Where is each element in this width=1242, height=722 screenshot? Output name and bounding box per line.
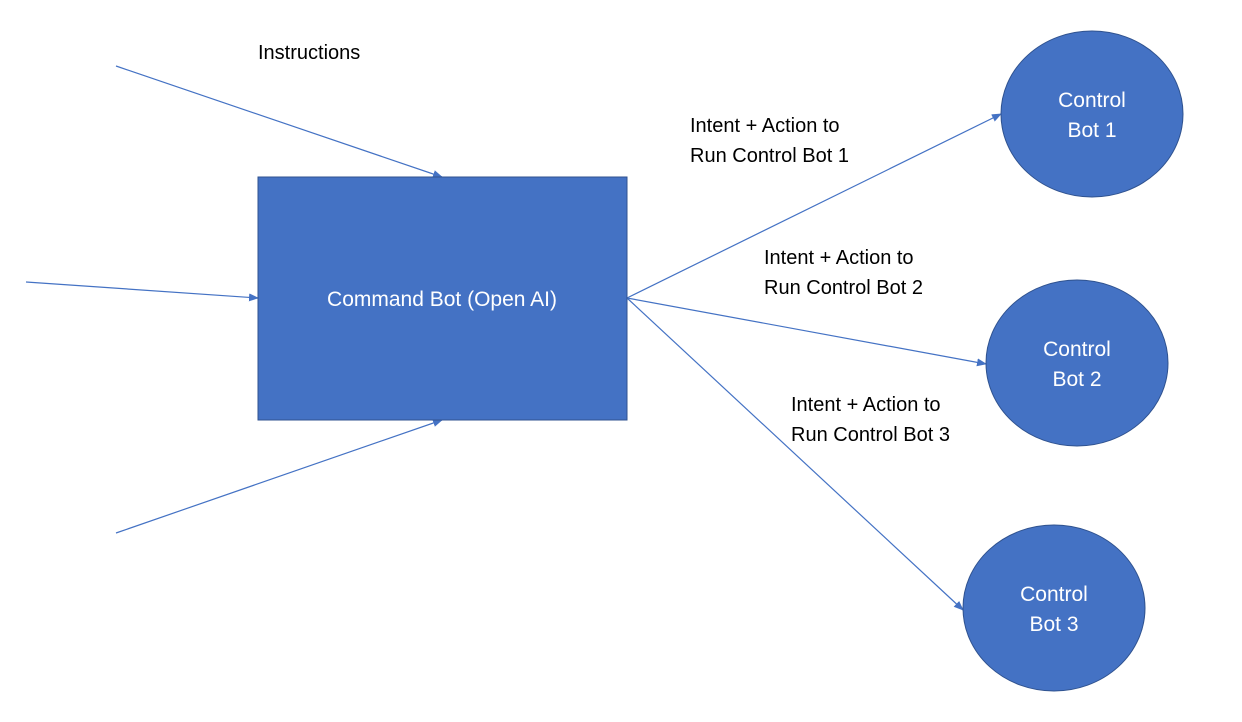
edge-label-control-bot-1: Intent + Action to Run Control Bot 1 (690, 111, 849, 171)
edge-label-control-bot-2-line1: Intent + Action to (764, 247, 914, 269)
input-arrow-middle (25, 281, 259, 302)
control-bot-2-label-line1: Control (1043, 338, 1111, 361)
control-bot-3-label-line2: Bot 3 (1029, 613, 1078, 636)
edge-label-control-bot-1-line1: Intent + Action to (690, 115, 840, 137)
edge-label-control-bot-2: Intent + Action to Run Control Bot 2 (764, 243, 923, 303)
edge-label-control-bot-1-line2: Run Control Bot 1 (690, 145, 849, 167)
control-bot-3-label-line1: Control (1020, 583, 1088, 606)
input-arrow-bottom (115, 419, 443, 534)
control-bot-1-label-line2: Bot 1 (1067, 119, 1116, 142)
output-arrow-control-bot-1 (626, 113, 1002, 299)
edge-label-control-bot-2-line2: Run Control Bot 2 (764, 277, 923, 299)
output-arrow-control-bot-3 (626, 297, 964, 611)
control-bot-2-node[interactable]: Control Bot 2 (985, 279, 1169, 447)
command-bot-node[interactable]: Command Bot (Open AI) (257, 176, 628, 421)
edge-label-control-bot-3-line2: Run Control Bot 3 (791, 424, 950, 446)
control-bot-1-node[interactable]: Control Bot 1 (1000, 30, 1184, 198)
input-arrow-top (115, 65, 443, 178)
command-bot-label: Command Bot (Open AI) (327, 288, 557, 311)
edge-label-control-bot-3: Intent + Action to Run Control Bot 3 (791, 390, 950, 450)
control-bot-3-node[interactable]: Control Bot 3 (962, 524, 1146, 692)
output-arrow-control-bot-2 (626, 297, 987, 367)
control-bot-2-label-line2: Bot 2 (1052, 368, 1101, 391)
edge-label-control-bot-3-line1: Intent + Action to (791, 394, 941, 416)
instructions-label: Instructions (258, 42, 361, 64)
control-bot-1-label-line1: Control (1058, 89, 1126, 112)
